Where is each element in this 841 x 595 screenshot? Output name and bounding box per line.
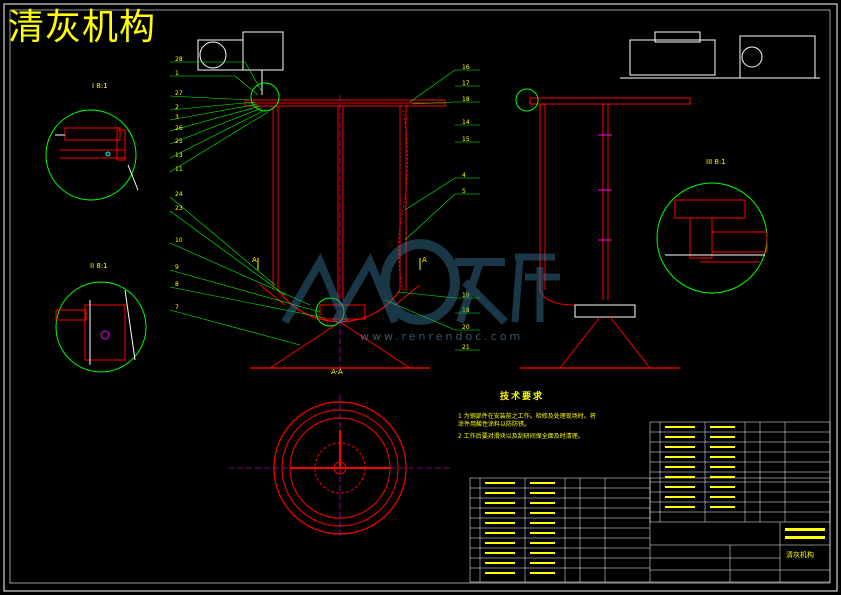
leaders-right (384, 69, 480, 351)
watermark-text: www.renrendoc.com (360, 330, 524, 343)
drawing-title: 清灰机构 (8, 7, 157, 48)
balloon-number: 16 (462, 64, 470, 71)
main-elevation (197, 31, 446, 375)
parts-table-upper (649, 421, 831, 523)
section-label-a-a: A-A (331, 368, 343, 376)
balloon-number: 8 (175, 281, 179, 288)
watermark-logo (281, 239, 560, 325)
balloon-number: 18 (462, 96, 470, 103)
balloon-number: 25 (175, 138, 183, 145)
balloon-number: 24 (175, 191, 183, 198)
table-text-marks (485, 426, 825, 574)
balloon-number: 3 (175, 114, 179, 121)
section-label-detail-3: III 8:1 (706, 158, 726, 166)
cut-marker-left: A (252, 256, 257, 264)
outer-frame (3, 3, 838, 592)
balloon-number: 26 (175, 125, 183, 132)
balloon-number: 13 (175, 152, 183, 159)
balloon-number: 9 (175, 264, 179, 271)
balloon-number: 7 (175, 304, 179, 311)
section-label-detail-1: I 8:1 (92, 82, 108, 90)
balloon-number: 17 (462, 80, 470, 87)
tech-requirement-2: 2 工作后要对滑块以及刮研间保全面及时清理。 (458, 433, 584, 440)
balloon-number: 28 (175, 56, 183, 63)
side-elevation (515, 31, 820, 369)
detail-I (45, 109, 139, 201)
section-a-a (228, 395, 452, 540)
balloon-group-right: 16 17 18 14 15 4 5 19 18 20 21 (462, 64, 470, 351)
title-block-name: 清灰机构 (786, 551, 814, 559)
balloon-number: 19 (462, 292, 470, 299)
balloon-number: 11 (175, 166, 183, 173)
balloon-number: 18 (462, 307, 470, 314)
balloon-number: 2 (175, 104, 179, 111)
balloon-number: 1 (175, 70, 179, 77)
cut-marker-right: A (422, 256, 427, 264)
balloon-number: 14 (462, 119, 470, 126)
balloon-number: 27 (175, 90, 183, 97)
balloon-number: 10 (175, 237, 183, 244)
balloon-number: 15 (462, 136, 470, 143)
detail-III (656, 182, 768, 294)
balloon-number: 20 (462, 324, 470, 331)
tech-requirement-1: 1 为钢部件在安装前之工作。检修及处理现场时。将涂件用酸性涂料以防防锈。 (458, 413, 596, 428)
inner-frame (9, 9, 831, 584)
detail-II (55, 281, 147, 373)
tech-requirements-title: 技术要求 (500, 392, 545, 402)
parts-table-lower (469, 477, 831, 583)
balloon-number: 23 (175, 205, 183, 212)
balloon-number: 4 (462, 172, 466, 179)
balloon-number: 5 (462, 188, 466, 195)
section-label-detail-2: II 8:1 (90, 262, 108, 270)
balloon-number: 21 (462, 344, 470, 351)
leaders-left (169, 61, 326, 346)
